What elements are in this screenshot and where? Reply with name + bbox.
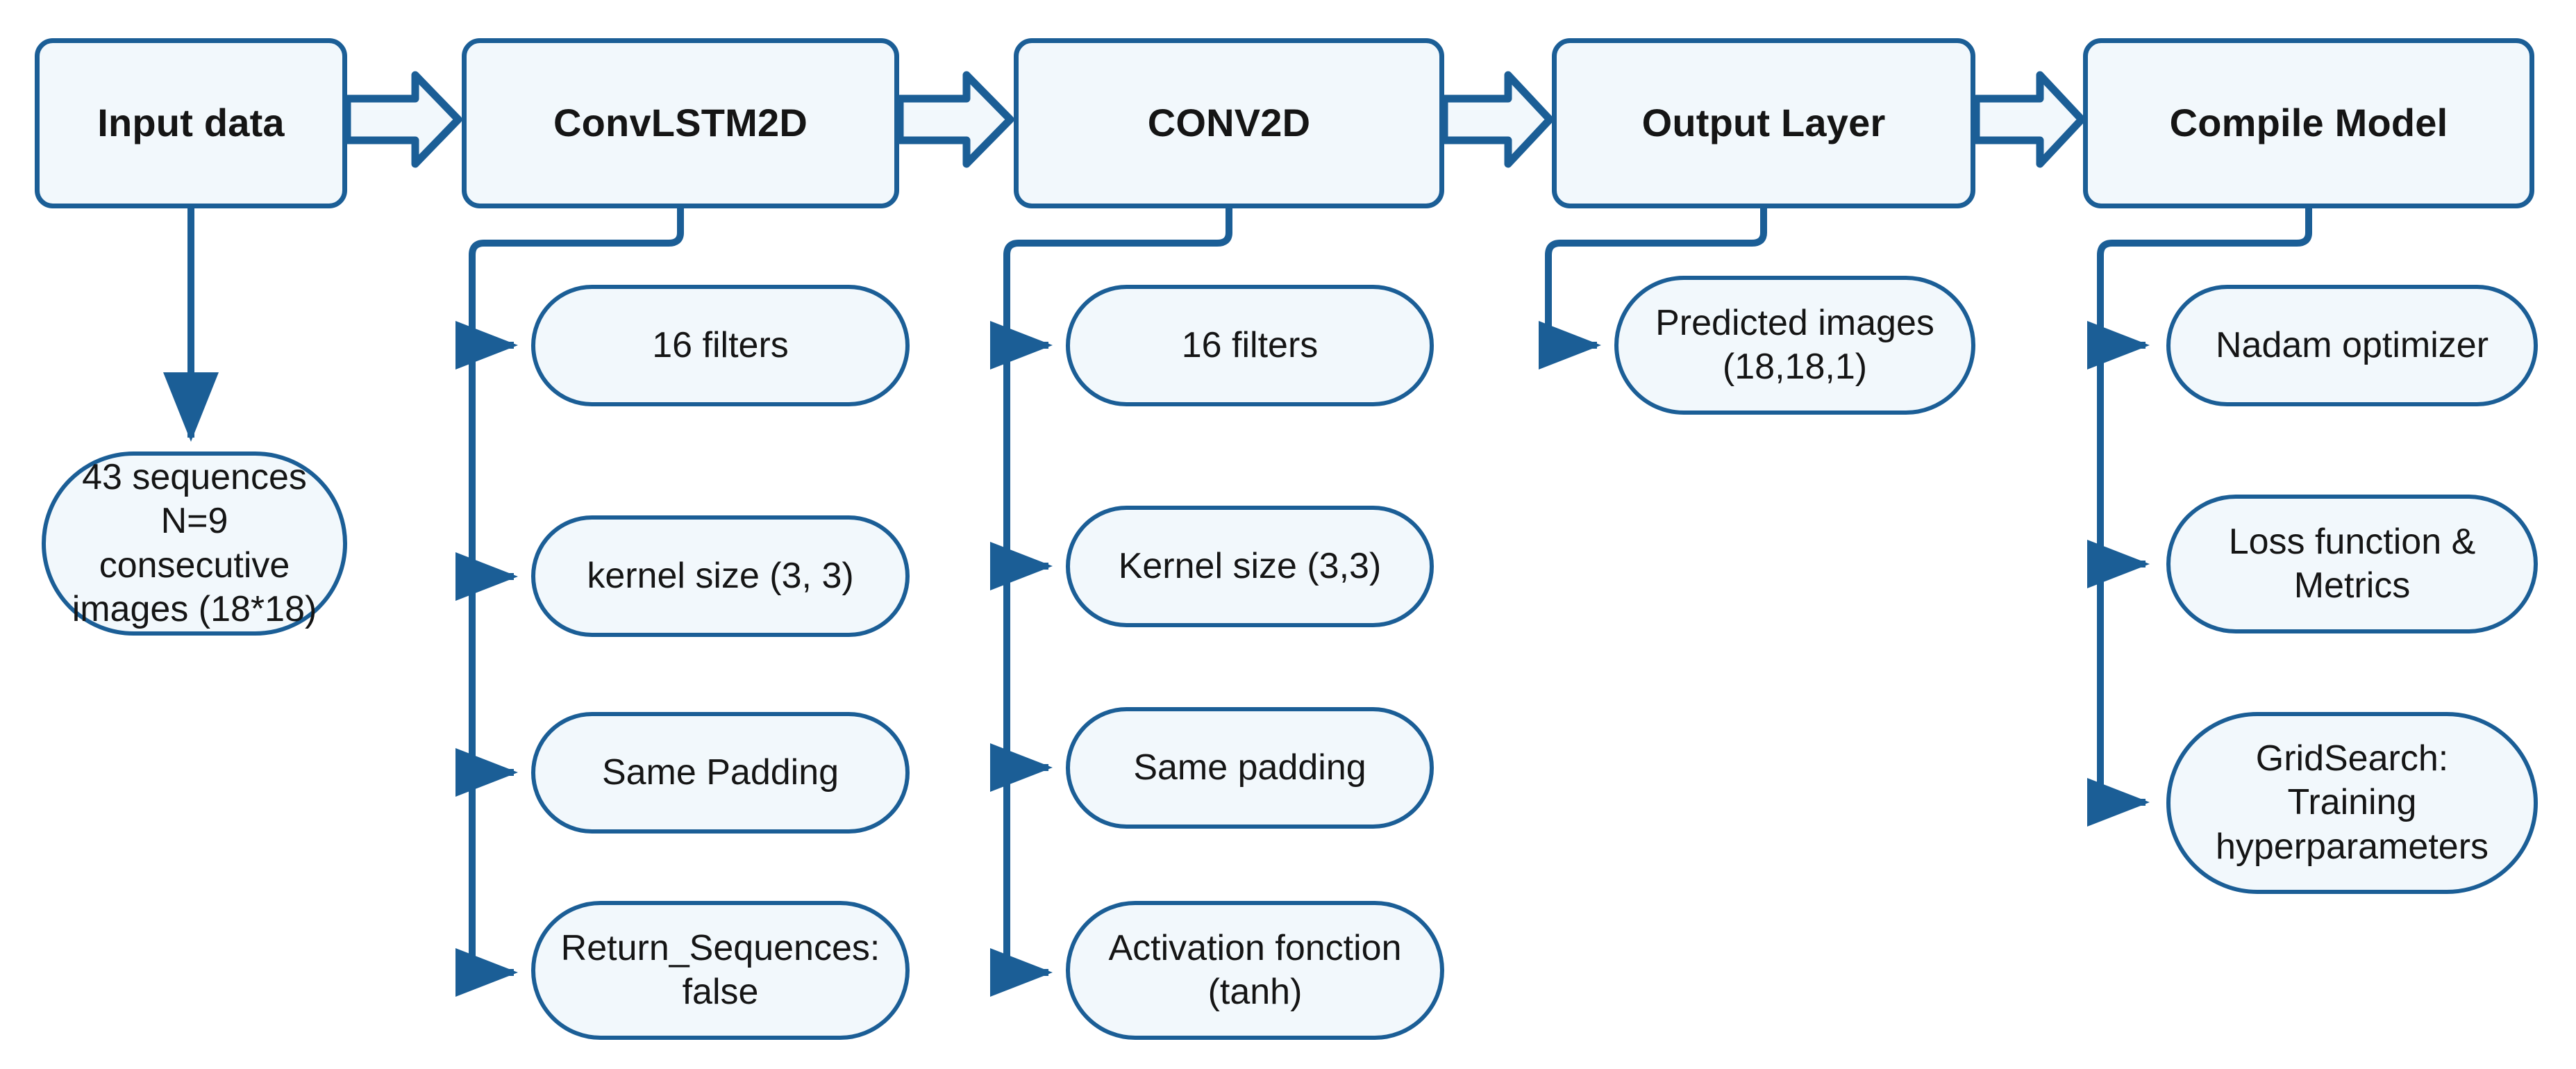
block-arrow-conv2d-to-output [1440,71,1554,168]
pill-convlstm-filters[interactable]: 16 filters [531,285,910,406]
pill-compile-gridsearch[interactable]: GridSearch: Training hyperparameters [2166,712,2538,894]
stage-label-output-layer: Output Layer [1641,101,1886,145]
pill-compile-optimizer[interactable]: Nadam optimizer [2166,285,2538,406]
stage-box-output-layer[interactable]: Output Layer [1552,38,1975,208]
pill-label-convlstm-padding: Same Padding [601,752,839,793]
pill-convlstm-kernel-size[interactable]: kernel size (3, 3) [531,515,910,637]
stage-label-conv2d: CONV2D [1147,101,1311,145]
pill-convlstm-return-sequences[interactable]: Return_Sequences: false [531,901,910,1040]
pill-label-convlstm-return-sequences: Return_Sequences: false [560,927,880,1012]
block-arrow-output-to-compile [1972,71,2086,168]
pill-label-conv2d-activation: Activation fonction (tanh) [1108,927,1402,1012]
stage-label-compile-model: Compile Model [2169,101,2448,145]
pill-label-compile-optimizer: Nadam optimizer [2215,324,2489,365]
stage-box-conv2d[interactable]: CONV2D [1014,38,1444,208]
pill-label-input-sequences: 43 sequences N=9 consecutive images (18*… [72,456,317,629]
pill-conv2d-padding[interactable]: Same padding [1066,707,1434,829]
stage-label-input-data: Input data [97,101,285,145]
pill-label-conv2d-filters: 16 filters [1181,324,1319,365]
stage-label-convlstm2d: ConvLSTM2D [553,101,808,145]
pill-compile-loss-metrics[interactable]: Loss function & Metrics [2166,495,2538,633]
pill-label-conv2d-padding: Same padding [1133,747,1366,788]
stage-box-convlstm2d[interactable]: ConvLSTM2D [462,38,899,208]
pill-label-compile-gridsearch: GridSearch: Training hyperparameters [2215,738,2489,867]
pill-label-compile-loss-metrics: Loss function & Metrics [2228,521,2476,606]
pill-label-convlstm-kernel-size: kernel size (3, 3) [587,555,854,596]
pill-label-output-predicted-images: Predicted images (18,18,1) [1655,302,1934,387]
block-arrow-input-to-convlstm [343,71,462,168]
pill-conv2d-kernel-size[interactable]: Kernel size (3,3) [1066,506,1434,627]
pill-input-sequences[interactable]: 43 sequences N=9 consecutive images (18*… [42,451,347,636]
pill-conv2d-filters[interactable]: 16 filters [1066,285,1434,406]
pill-label-conv2d-kernel-size: Kernel size (3,3) [1118,545,1382,586]
pill-output-predicted-images[interactable]: Predicted images (18,18,1) [1614,276,1975,415]
block-arrow-convlstm-to-conv2d [896,71,1014,168]
pill-label-convlstm-filters: 16 filters [652,324,789,365]
stage-box-compile-model[interactable]: Compile Model [2083,38,2534,208]
stage-box-input-data[interactable]: Input data [35,38,347,208]
pill-convlstm-padding[interactable]: Same Padding [531,712,910,834]
pill-conv2d-activation[interactable]: Activation fonction (tanh) [1066,901,1444,1040]
